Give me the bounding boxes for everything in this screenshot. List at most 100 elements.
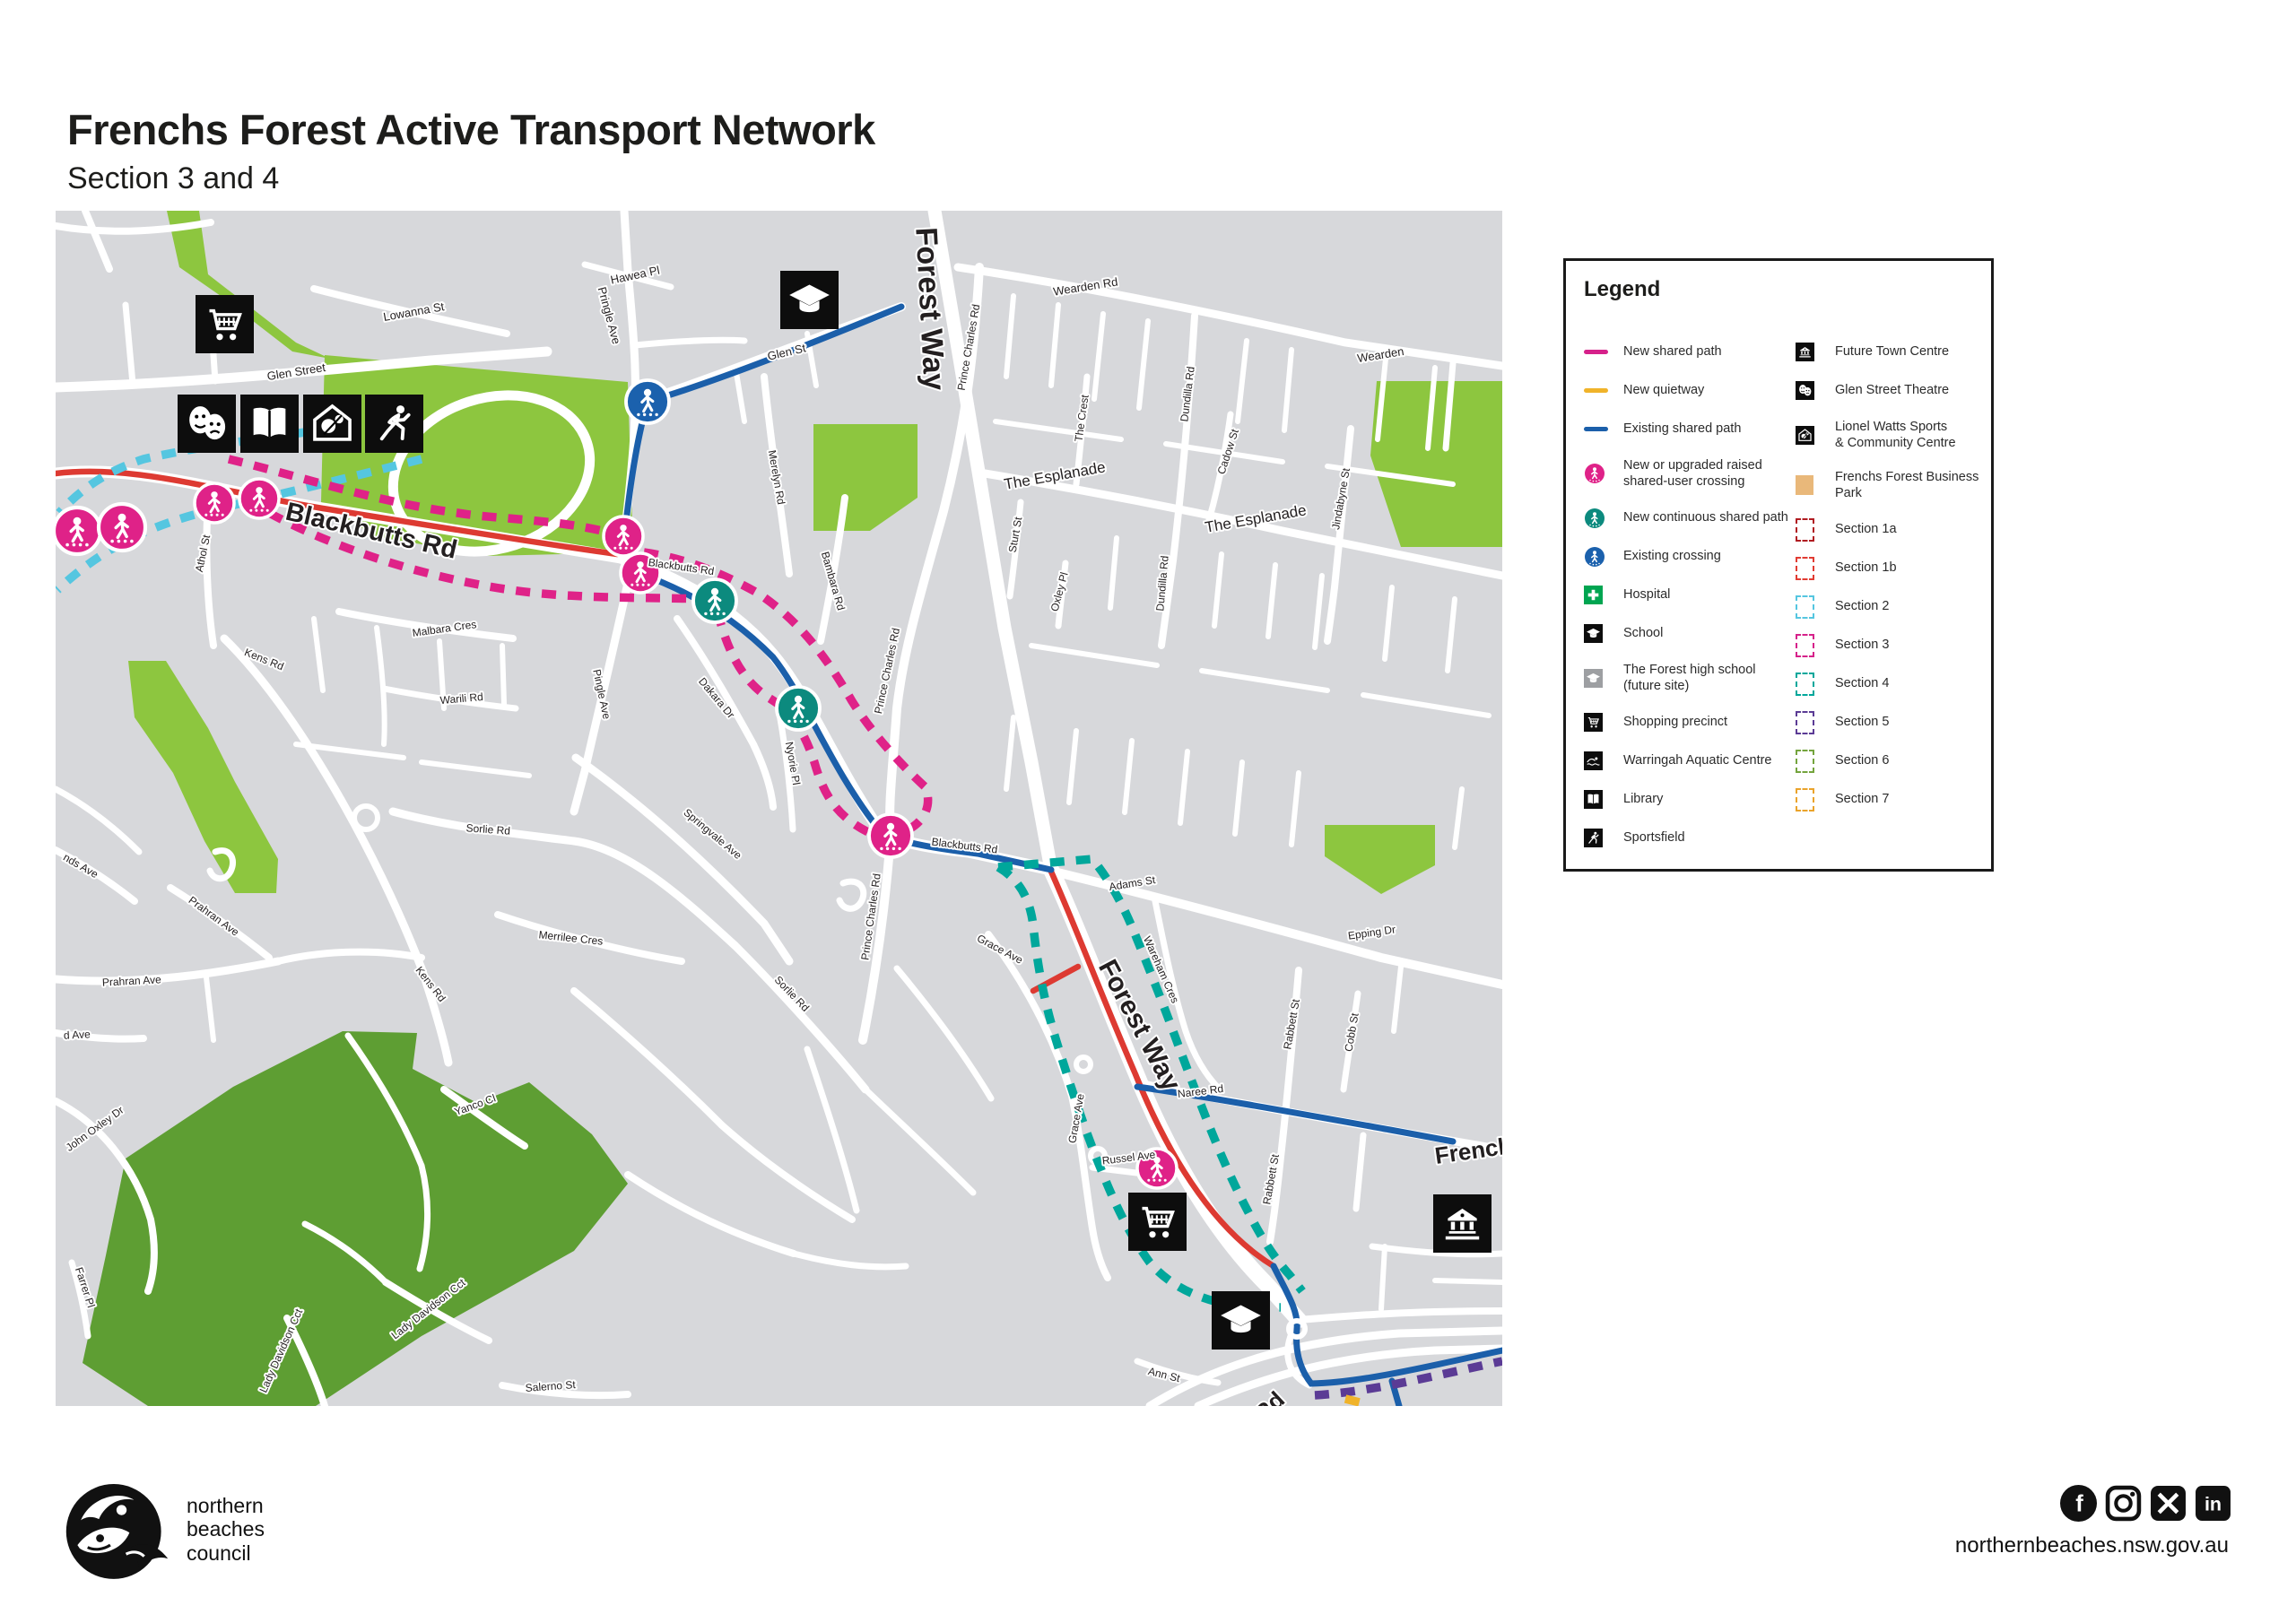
road xyxy=(620,211,632,275)
road xyxy=(761,373,793,577)
road xyxy=(1048,302,1061,388)
legend-item-label: New continuous shared path xyxy=(1623,510,1788,525)
road xyxy=(804,1046,860,1214)
road xyxy=(817,494,848,645)
legend-item: New shared path xyxy=(1584,333,1796,371)
road xyxy=(985,931,1111,1281)
path-line-swatch xyxy=(1584,350,1608,354)
road xyxy=(893,965,995,1102)
road xyxy=(1136,318,1151,411)
council-url[interactable]: northernbeaches.nsw.gov.au xyxy=(1954,1533,2229,1558)
legend-item: Library xyxy=(1584,780,1796,819)
legend-item: Warringah Aquatic Centre xyxy=(1584,742,1796,780)
cart-icon xyxy=(1142,1206,1175,1238)
book-icon xyxy=(253,407,286,438)
road xyxy=(570,987,726,1129)
crossing-swatch-icon xyxy=(1585,464,1605,483)
crossing-swatch-icon xyxy=(1585,546,1605,567)
new-raised-crossing xyxy=(602,515,645,558)
town-icon xyxy=(1796,343,1814,361)
road xyxy=(1199,668,1330,693)
road xyxy=(301,1220,389,1286)
area-swatch xyxy=(1796,475,1813,495)
section-boundary-swatch xyxy=(1796,710,1814,734)
road xyxy=(733,365,747,424)
legend-item: Lionel Watts Sports & Community Centre xyxy=(1796,410,1986,460)
legend-item: Section 3 xyxy=(1796,626,1986,664)
runner-icon xyxy=(1588,831,1599,844)
legend-item-label: Existing crossing xyxy=(1623,549,1721,564)
road xyxy=(419,759,532,778)
svg-text:in: in xyxy=(2205,1494,2222,1515)
runner-icon xyxy=(1584,829,1603,847)
legend-item: Glen Street Theatre xyxy=(1796,371,1986,410)
legend-item: New continuous shared path xyxy=(1584,499,1796,537)
glen-street-theatre xyxy=(178,395,236,453)
road xyxy=(56,785,143,855)
legend-item-label: Section 2 xyxy=(1835,599,1890,614)
legend-item-label: New or upgraded raised shared-user cross… xyxy=(1623,457,1762,489)
cart-icon xyxy=(209,308,242,341)
road xyxy=(311,616,326,693)
council-logo-icon xyxy=(63,1480,176,1593)
legend-item-label: The Forest high school (future site) xyxy=(1623,662,1756,693)
legend-item-label: Section 6 xyxy=(1835,753,1890,768)
legend-item: New or upgraded raised shared-user cross… xyxy=(1584,448,1796,499)
road xyxy=(1163,441,1285,464)
roundabout xyxy=(352,803,380,832)
road xyxy=(380,685,519,712)
cart-icon xyxy=(1587,716,1599,728)
road xyxy=(836,878,867,912)
path-line-swatch xyxy=(1584,388,1608,393)
legend-item: Section 1b xyxy=(1796,549,1986,587)
shopping-precinct xyxy=(196,295,254,353)
legend-item-label: Section 1b xyxy=(1835,560,1897,576)
road xyxy=(1352,1132,1367,1212)
street-label: Prahran Ave xyxy=(102,973,162,988)
section-boundary-swatch xyxy=(1796,672,1814,696)
road xyxy=(718,1122,856,1223)
legend-item-label: Hospital xyxy=(1623,587,1671,603)
road xyxy=(1266,967,1302,1245)
road xyxy=(206,847,237,882)
legend-item-label: Section 3 xyxy=(1835,638,1890,653)
existing-shared-path xyxy=(1134,1083,1457,1145)
library xyxy=(240,395,299,453)
linkedin-icon[interactable]: in xyxy=(2195,1485,2231,1522)
road xyxy=(494,911,685,965)
street-label: Warili Rd xyxy=(439,690,483,707)
road xyxy=(1442,360,1457,452)
hospital-icon xyxy=(1584,586,1603,604)
legend-item: Existing shared path xyxy=(1584,410,1796,448)
x-icon[interactable] xyxy=(2150,1485,2187,1522)
road xyxy=(1235,338,1249,424)
path-red xyxy=(56,468,621,558)
road xyxy=(571,753,794,966)
legend-item: Section 1a xyxy=(1796,510,1986,549)
legend-item-label: Sportsfield xyxy=(1623,830,1685,846)
road xyxy=(1122,738,1135,815)
new-raised-crossing xyxy=(867,812,914,859)
school xyxy=(1212,1291,1270,1350)
road xyxy=(388,807,870,1094)
road xyxy=(220,634,453,1067)
road xyxy=(293,742,406,760)
legend-item: Hospital xyxy=(1584,576,1796,614)
road xyxy=(1312,573,1325,650)
road xyxy=(335,608,517,642)
masks-icon xyxy=(1799,385,1812,396)
legend-item: Section 7 xyxy=(1796,780,1986,819)
road xyxy=(1232,759,1245,837)
masks-icon xyxy=(1796,381,1814,400)
road xyxy=(344,1032,425,1169)
new-raised-crossing xyxy=(238,477,281,520)
road xyxy=(1445,596,1457,673)
road xyxy=(68,1259,91,1340)
instagram-icon[interactable] xyxy=(2105,1485,2142,1522)
facebook-icon[interactable]: f xyxy=(2060,1485,2097,1522)
road xyxy=(1369,1243,1502,1258)
section-boundary-swatch xyxy=(1796,633,1814,657)
